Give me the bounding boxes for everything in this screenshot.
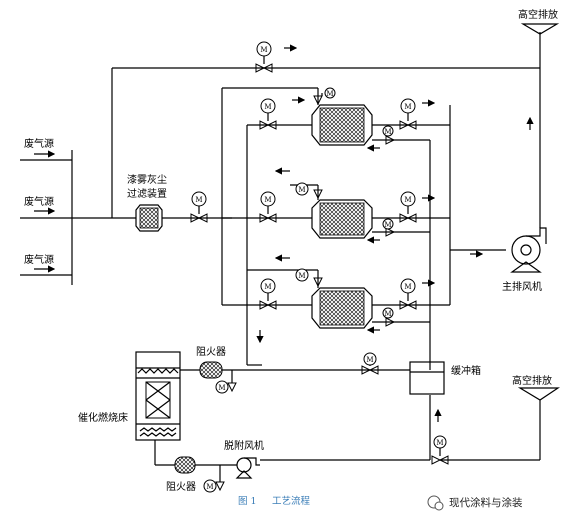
desorption-fan-label: 脱附风机 <box>224 439 264 452</box>
motor-label: M <box>384 221 391 229</box>
motor-icon: M <box>260 191 276 214</box>
valve-icon <box>399 300 417 310</box>
valve-icon <box>385 227 396 237</box>
catalytic-bed-label: 催化燃烧床 <box>78 411 128 424</box>
wechat-icon-small <box>434 501 444 511</box>
source-label-1: 废气源 <box>24 137 54 150</box>
valves <box>190 63 449 492</box>
vent-bottom-label: 高空排放 <box>512 374 552 387</box>
motor-icon: M <box>295 182 309 196</box>
motor-label: M <box>206 483 213 491</box>
valve-icon <box>399 120 417 130</box>
main-fan-label: 主排风机 <box>502 280 542 293</box>
valve-icon <box>255 63 273 73</box>
figure-caption: 图 1 工艺流程 <box>238 495 311 507</box>
bottom-vent: 高空排放 <box>512 374 560 401</box>
motor-icon: M <box>260 278 276 301</box>
motor-icon: M <box>191 191 207 214</box>
catalytic-combustion-bed: 催化燃烧床 <box>78 351 181 441</box>
caption-title: 工艺流程 <box>272 495 311 507</box>
motor-label: M <box>260 46 267 54</box>
valve-icon <box>431 455 449 465</box>
motor-icon: M <box>382 307 394 319</box>
motor-label: M <box>298 186 305 194</box>
motor-icon: M <box>321 87 336 99</box>
adsorber-1 <box>311 104 373 146</box>
valve-icon <box>385 317 396 327</box>
valve-icon <box>385 135 396 145</box>
valve-icon <box>361 365 379 375</box>
flow-arrows <box>256 44 534 422</box>
motor-label: M <box>384 310 391 318</box>
pipe-network <box>20 32 541 482</box>
vent-top-label: 高空排放 <box>518 8 558 21</box>
motor-icon: M <box>400 278 416 301</box>
motor-label: M <box>264 103 271 111</box>
valve-icon <box>313 277 323 288</box>
flame-arrester-top: 阻火器 <box>196 346 226 379</box>
buffer-tank: 缓冲箱 <box>409 361 481 395</box>
desorption-fan: 脱附风机 <box>224 439 264 479</box>
motor-label: M <box>218 384 225 392</box>
filter-label-line1: 漆雾灰尘 <box>127 173 167 186</box>
top-vent: 高空排放 <box>518 8 560 35</box>
motor-actuators: M M M M M M M <box>191 41 447 493</box>
motor-icon: M <box>433 435 447 456</box>
flame-arrester-bottom: 阻火器 <box>166 456 196 493</box>
adsorber-3 <box>311 287 373 329</box>
motor-icon: M <box>363 352 377 366</box>
motor-label: M <box>366 356 373 364</box>
motor-icon: M <box>295 268 309 282</box>
motor-label: M <box>264 283 271 291</box>
valve-icon <box>313 95 323 106</box>
source-label-2: 废气源 <box>24 195 54 208</box>
flame-arrester-top-label: 阻火器 <box>196 346 226 358</box>
motor-icon: M <box>203 479 217 493</box>
valve-icon <box>259 213 277 223</box>
valve-icon <box>399 213 417 223</box>
watermark-text: 现代涂料与涂装 <box>449 496 523 509</box>
motor-label: M <box>326 90 333 98</box>
motor-icon: M <box>400 191 416 214</box>
motor-icon: M <box>400 98 416 121</box>
motor-icon: M <box>382 218 394 230</box>
valve-icon <box>259 300 277 310</box>
filter-label-line2: 过滤装置 <box>127 187 167 200</box>
motor-icon: M <box>215 380 229 394</box>
paint-mist-dust-filter: 漆雾灰尘 过滤装置 <box>127 173 167 232</box>
source-label-3: 废气源 <box>24 253 54 266</box>
main-exhaust-fan: 主排风机 <box>502 227 547 293</box>
watermark: 现代涂料与涂装 <box>427 495 523 511</box>
motor-label: M <box>436 439 443 447</box>
motor-label: M <box>195 196 202 204</box>
valve-icon <box>190 213 208 223</box>
waste-gas-sources: 废气源 废气源 废气源 <box>24 137 56 273</box>
adsorber-2 <box>311 199 373 239</box>
motor-label: M <box>298 272 305 280</box>
caption-figure-number: 图 1 <box>238 496 257 507</box>
motor-label: M <box>264 196 271 204</box>
buffer-tank-label: 缓冲箱 <box>451 364 481 377</box>
valve-icon <box>227 382 237 393</box>
motor-label: M <box>384 128 391 136</box>
valve-icon <box>259 120 277 130</box>
motor-label: M <box>404 283 411 291</box>
motor-icon: M <box>256 41 272 64</box>
motor-icon: M <box>382 125 394 137</box>
motor-label: M <box>404 103 411 111</box>
valve-icon <box>313 189 323 200</box>
valve-icon <box>215 481 225 492</box>
motor-icon: M <box>260 98 276 121</box>
flame-arrester-bottom-label: 阻火器 <box>166 481 196 493</box>
motor-label: M <box>404 196 411 204</box>
